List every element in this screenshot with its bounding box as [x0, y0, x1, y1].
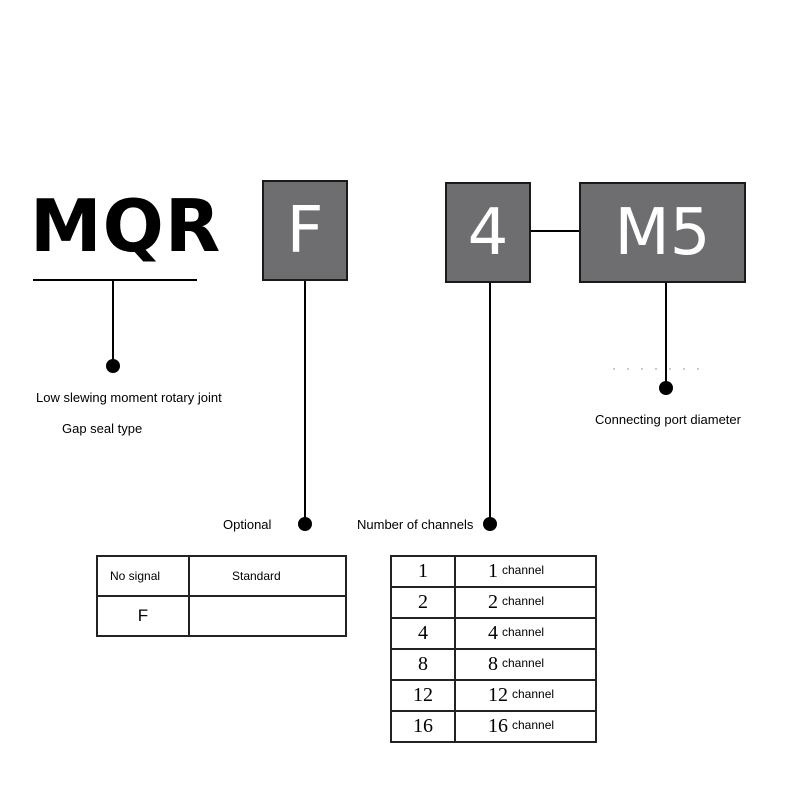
table-cell: F	[96, 595, 190, 637]
no-signal-label: No signal	[110, 569, 161, 583]
table-cell: 4	[390, 617, 456, 650]
series-label-line2: Gap seal type	[62, 421, 143, 436]
option-code-box: F	[262, 180, 348, 281]
table-row: F	[96, 595, 347, 637]
port-leader-dot	[659, 381, 673, 395]
table-cell: 16 channel	[454, 710, 597, 743]
channel-count: 2	[488, 591, 498, 613]
channel-code: 4	[418, 622, 428, 644]
table-row: 4 4 channel	[390, 617, 597, 650]
standard-label: Standard	[232, 569, 281, 583]
channels-code-box: 4	[445, 182, 531, 283]
table-cell: 8	[390, 648, 456, 681]
optional-leader-dot	[298, 517, 312, 531]
channel-unit: channel	[502, 594, 545, 608]
channel-unit: channel	[512, 718, 555, 732]
table-row: 16 16 channel	[390, 710, 597, 743]
port-code-box: M5	[579, 182, 746, 283]
table-cell: 1	[390, 555, 456, 588]
option-code-value: F	[137, 606, 149, 625]
table-cell: 2	[390, 586, 456, 619]
table-cell: 4 channel	[454, 617, 597, 650]
table-cell: 16	[390, 710, 456, 743]
channel-unit: channel	[502, 625, 545, 639]
table-row: 1 1 channel	[390, 555, 597, 588]
channel-count: 1	[488, 560, 498, 582]
channel-code: 12	[413, 684, 433, 706]
optional-label: Optional	[223, 517, 272, 532]
table-cell	[188, 595, 347, 637]
table-row: 2 2 channel	[390, 586, 597, 619]
series-label-line1: Low slewing moment rotary joint	[36, 390, 222, 405]
channel-code: 16	[413, 715, 433, 737]
table-cell: No signal	[96, 555, 190, 597]
table-row: 8 8 channel	[390, 648, 597, 681]
optional-leader-line	[304, 281, 306, 523]
table-row: No signal Standard	[96, 555, 347, 597]
port-leader-line	[665, 283, 667, 387]
table-cell: 12	[390, 679, 456, 712]
option-table: No signal Standard F	[96, 555, 347, 637]
table-row: 12 12 channel	[390, 679, 597, 712]
channel-code: 8	[418, 653, 428, 675]
model-code: MQR	[30, 184, 222, 268]
channels-leader-dot	[483, 517, 497, 531]
channel-count: 8	[488, 653, 498, 675]
model-code-underline	[33, 279, 197, 281]
channel-code: 2	[418, 591, 428, 613]
channel-unit: channel	[512, 687, 555, 701]
table-cell: 8 channel	[454, 648, 597, 681]
channel-port-connector	[531, 230, 579, 232]
channel-count: 4	[488, 622, 498, 644]
table-cell: 2 channel	[454, 586, 597, 619]
channel-code: 1	[418, 560, 428, 582]
channel-count: 16	[488, 715, 508, 737]
series-leader-dot	[106, 359, 120, 373]
channel-unit: channel	[502, 563, 545, 577]
port-faint-dots	[607, 368, 707, 370]
table-cell: 1 channel	[454, 555, 597, 588]
channels-label: Number of channels	[357, 517, 474, 532]
table-cell: Standard	[188, 555, 347, 597]
channel-unit: channel	[502, 656, 545, 670]
series-leader-line	[112, 281, 114, 366]
channels-leader-line	[489, 283, 491, 523]
channel-count: 12	[488, 684, 508, 706]
port-label: Connecting port diameter	[595, 412, 741, 427]
table-cell: 12 channel	[454, 679, 597, 712]
